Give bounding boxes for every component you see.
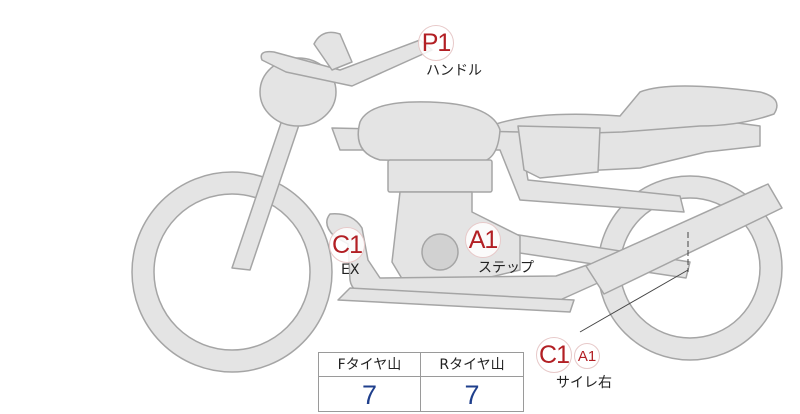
handlebar — [260, 39, 433, 87]
seat — [495, 85, 778, 137]
front-tire-header: Fタイヤ山 — [319, 353, 420, 377]
silencer-right-damage-marker[interactable]: C1 — [536, 337, 572, 373]
ex-damage-marker[interactable]: C1 — [329, 227, 365, 263]
handle-label: ハンドル — [426, 63, 482, 79]
front-tire-value: 7 — [361, 380, 378, 410]
step-label: ステップ — [478, 260, 534, 276]
silencer-leader-line — [579, 269, 689, 333]
rear-tire-header: Rタイヤ山 — [421, 353, 523, 377]
engine-cover — [421, 233, 459, 271]
front-tire-column: Fタイヤ山 7 — [319, 353, 421, 411]
rear-tire-value: 7 — [464, 380, 480, 410]
silencer-right-label: サイレ右 — [556, 375, 612, 391]
step-damage-marker[interactable]: A1 — [465, 222, 501, 258]
side-cover — [517, 125, 601, 179]
tire-tread-table: Fタイヤ山 7 Rタイヤ山 7 — [318, 352, 524, 412]
ex-label: EX — [341, 262, 360, 278]
silencer — [585, 183, 783, 295]
engine-top — [387, 159, 493, 193]
rear-tire-column: Rタイヤ山 7 — [421, 353, 523, 411]
silencer-right-secondary-marker[interactable]: A1 — [574, 343, 600, 369]
handle-damage-marker[interactable]: P1 — [418, 25, 454, 61]
fuel-tank — [357, 101, 501, 163]
